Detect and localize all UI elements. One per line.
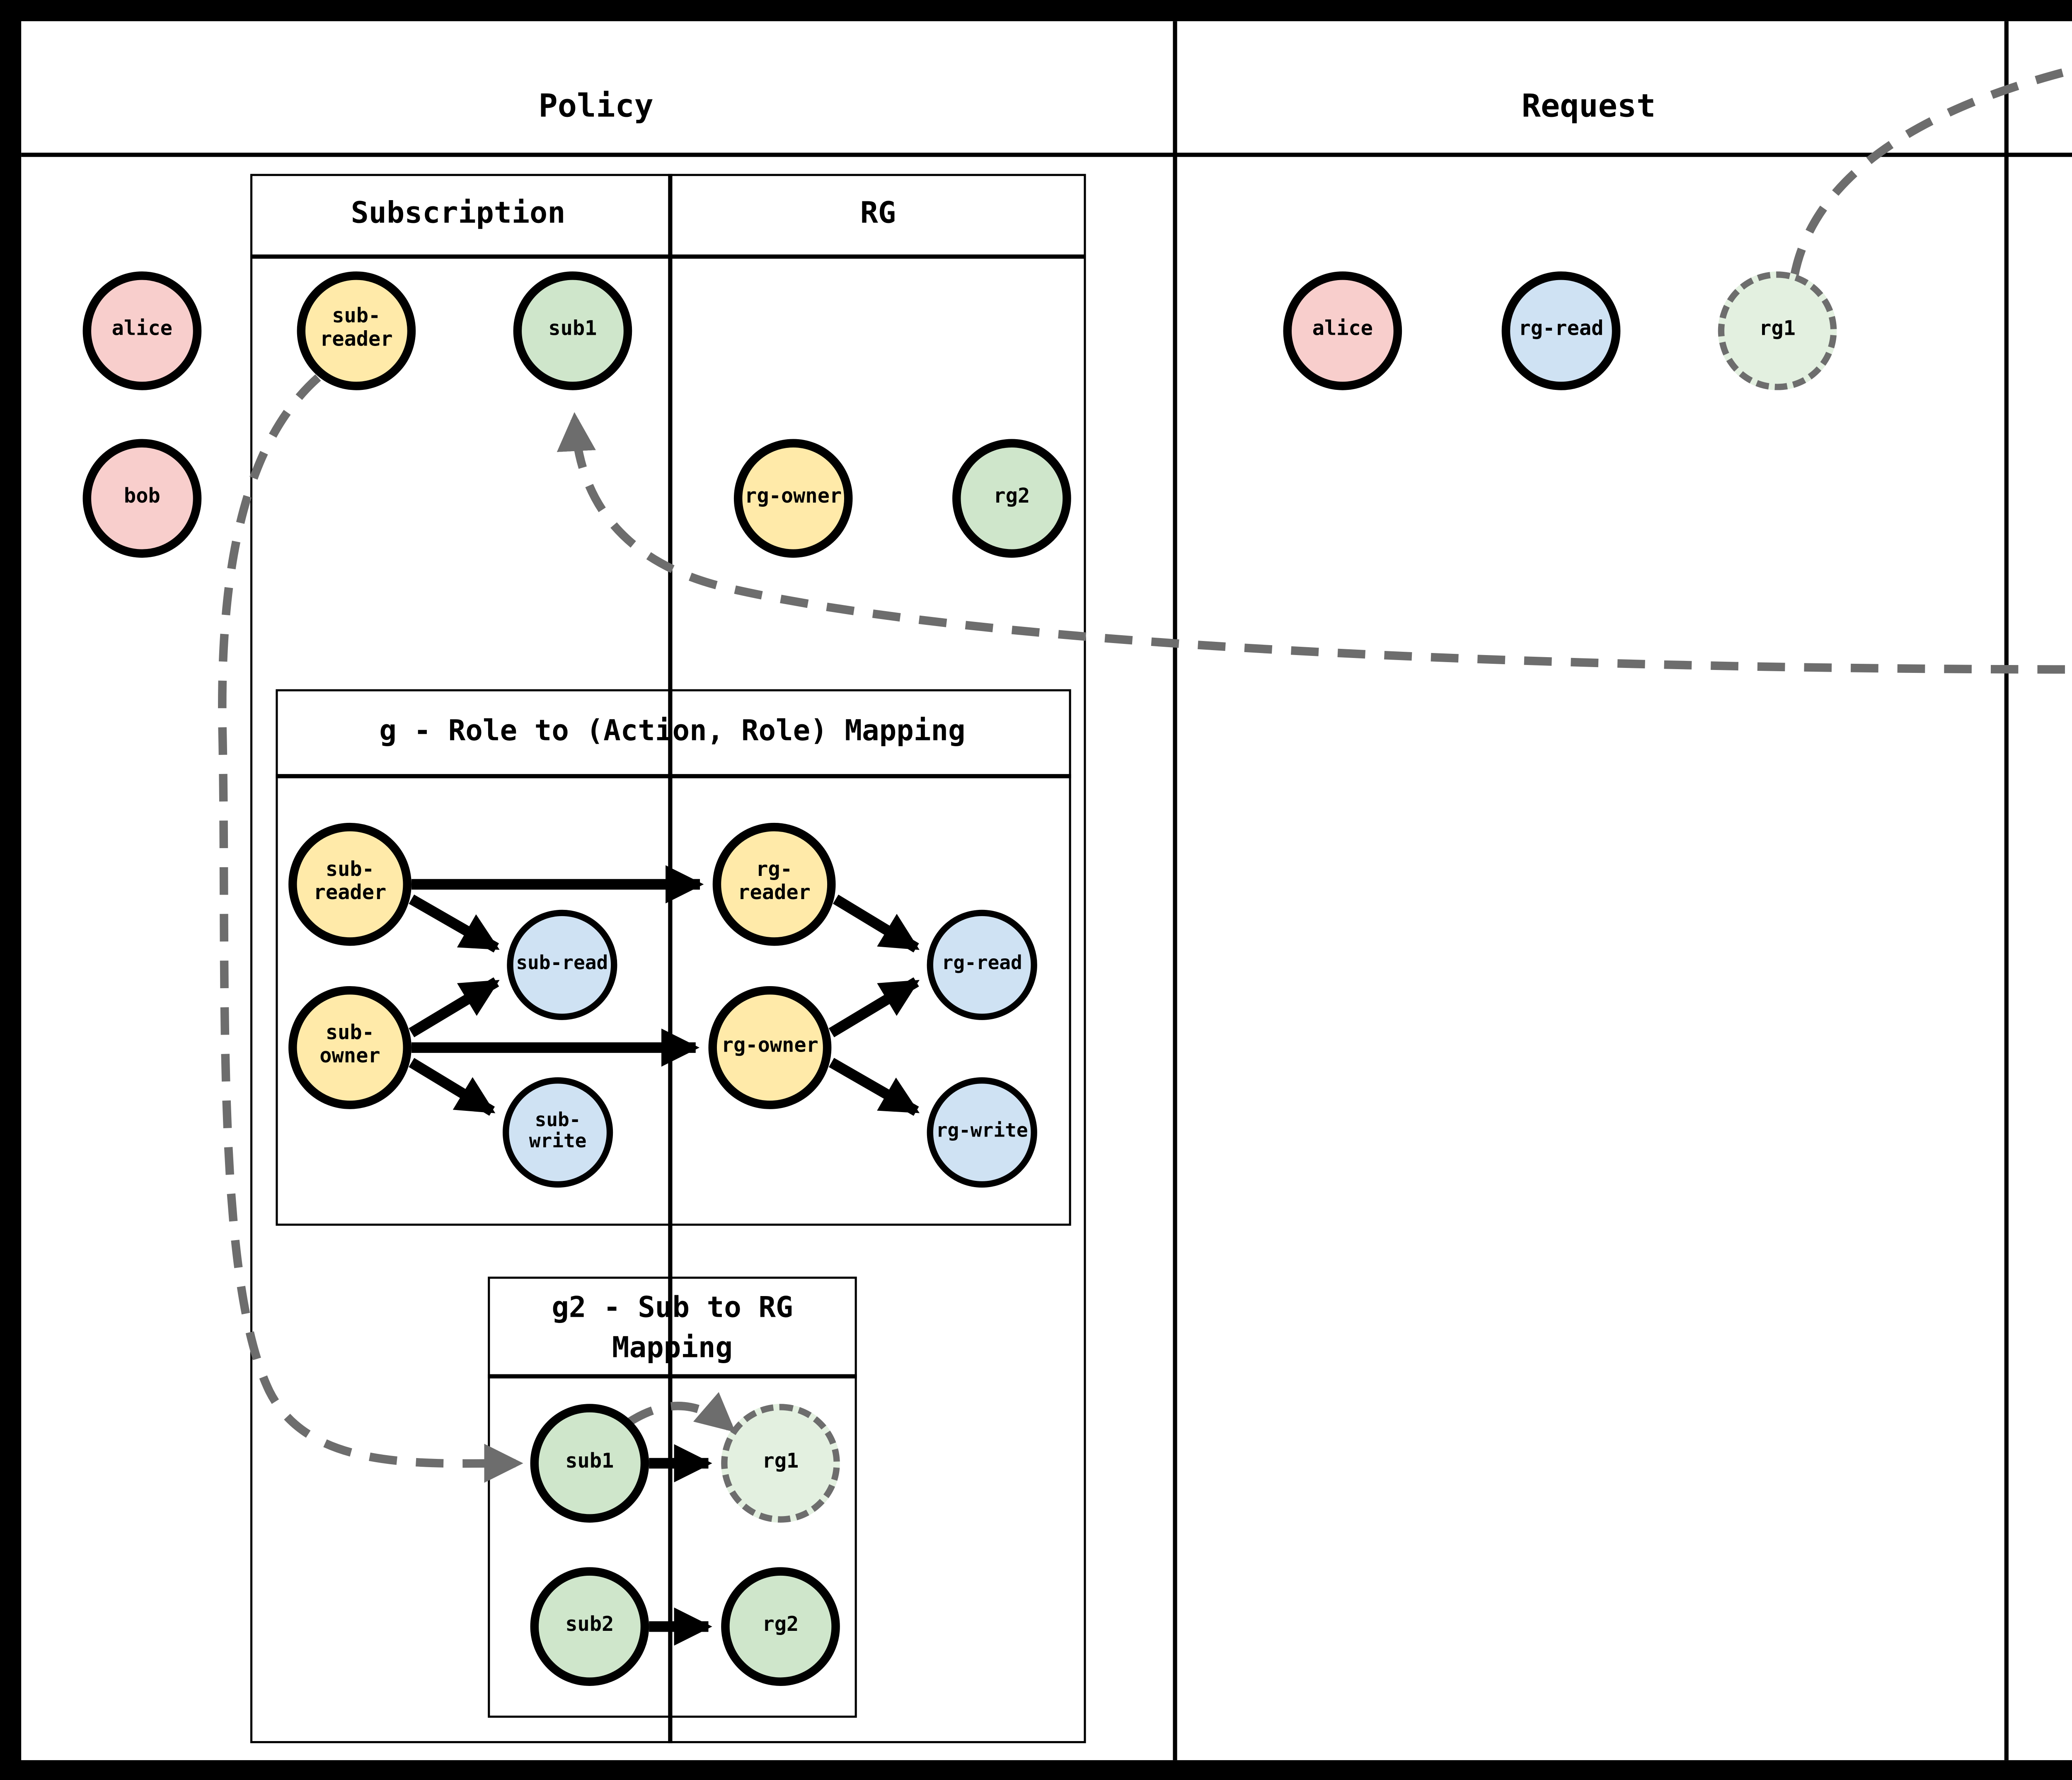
node-policy-sub-reader: sub-reader: [297, 271, 416, 390]
node-g2-rg1: rg1: [721, 1404, 840, 1523]
request-matching-divider: [2004, 21, 2008, 1761]
node-g-sub-reader: sub-reader: [288, 822, 411, 946]
node-policy-sub1: sub1: [513, 271, 632, 390]
trace-request-rg1-to-matching-rg1: [1790, 65, 2072, 277]
header-divider-line: [21, 152, 2072, 156]
node-g2-rg2: rg2: [721, 1567, 840, 1686]
rg-column-header: RG: [860, 197, 896, 231]
policy-table-column-divider: [668, 174, 672, 1744]
node-g-rg-owner: rg-owner: [708, 986, 832, 1109]
node-policy-rg-owner: rg-owner: [733, 439, 853, 558]
edge-rgreader-rgread: [833, 895, 920, 953]
g-mapping-title: g - Role to (Action, Role) Mapping: [379, 714, 966, 749]
edge-rgowner-rgread: [828, 977, 920, 1038]
node-request-rg-read: rg-read: [1501, 271, 1621, 390]
edge-rgowner-rgwrite: [828, 1058, 920, 1116]
node-g-sub-read: sub-read: [507, 909, 617, 1020]
policy-table-header-divider: [250, 254, 1086, 258]
policy-request-divider: [1173, 21, 1176, 1761]
trace-subreader-to-g2-sub1: [218, 374, 523, 1483]
g2-mapping-title: g2 - Sub to RG Mapping: [552, 1291, 793, 1366]
g-mapping-arrows: [409, 865, 920, 1646]
g2-mapping-box: [488, 1277, 857, 1718]
node-request-rg1: rg1: [1718, 271, 1837, 390]
node-g2-sub1: sub1: [530, 1404, 649, 1523]
edge-subowner-subwrite: [409, 1058, 496, 1116]
edges-layer: [218, 65, 2072, 1646]
node-g-rg-write: rg-write: [927, 1077, 1037, 1188]
node-policy-bob: bob: [82, 439, 202, 558]
g-mapping-box: [276, 689, 1071, 1226]
node-policy-rg2: rg2: [952, 439, 1071, 558]
node-g-sub-write: sub-write: [503, 1077, 613, 1188]
node-g-rg-reader: rg-reader: [712, 822, 836, 946]
edge-subreader-subread: [409, 895, 500, 953]
request-column-header: Request: [1521, 87, 1656, 125]
g-mapping-title-divider: [276, 774, 1071, 778]
diagram-canvas: Policy Request Matching Subscription RG …: [21, 21, 2072, 1761]
policy-column-header: Policy: [538, 87, 654, 125]
g2-mapping-title-divider: [488, 1374, 857, 1378]
trace-matching-sub1-to-policy-sub1: [557, 412, 2072, 674]
node-request-alice: alice: [1283, 271, 1402, 390]
node-policy-alice: alice: [82, 271, 202, 390]
node-g-sub-owner: sub-owner: [288, 986, 411, 1109]
subscription-column-header: Subscription: [351, 197, 566, 231]
node-g2-sub2: sub2: [530, 1567, 649, 1686]
edge-subowner-subread: [409, 977, 500, 1038]
node-g-rg-read: rg-read: [927, 909, 1037, 1020]
trace-g2-sub1-to-rg1: [625, 1392, 736, 1432]
trace-paths: [218, 65, 2072, 1483]
